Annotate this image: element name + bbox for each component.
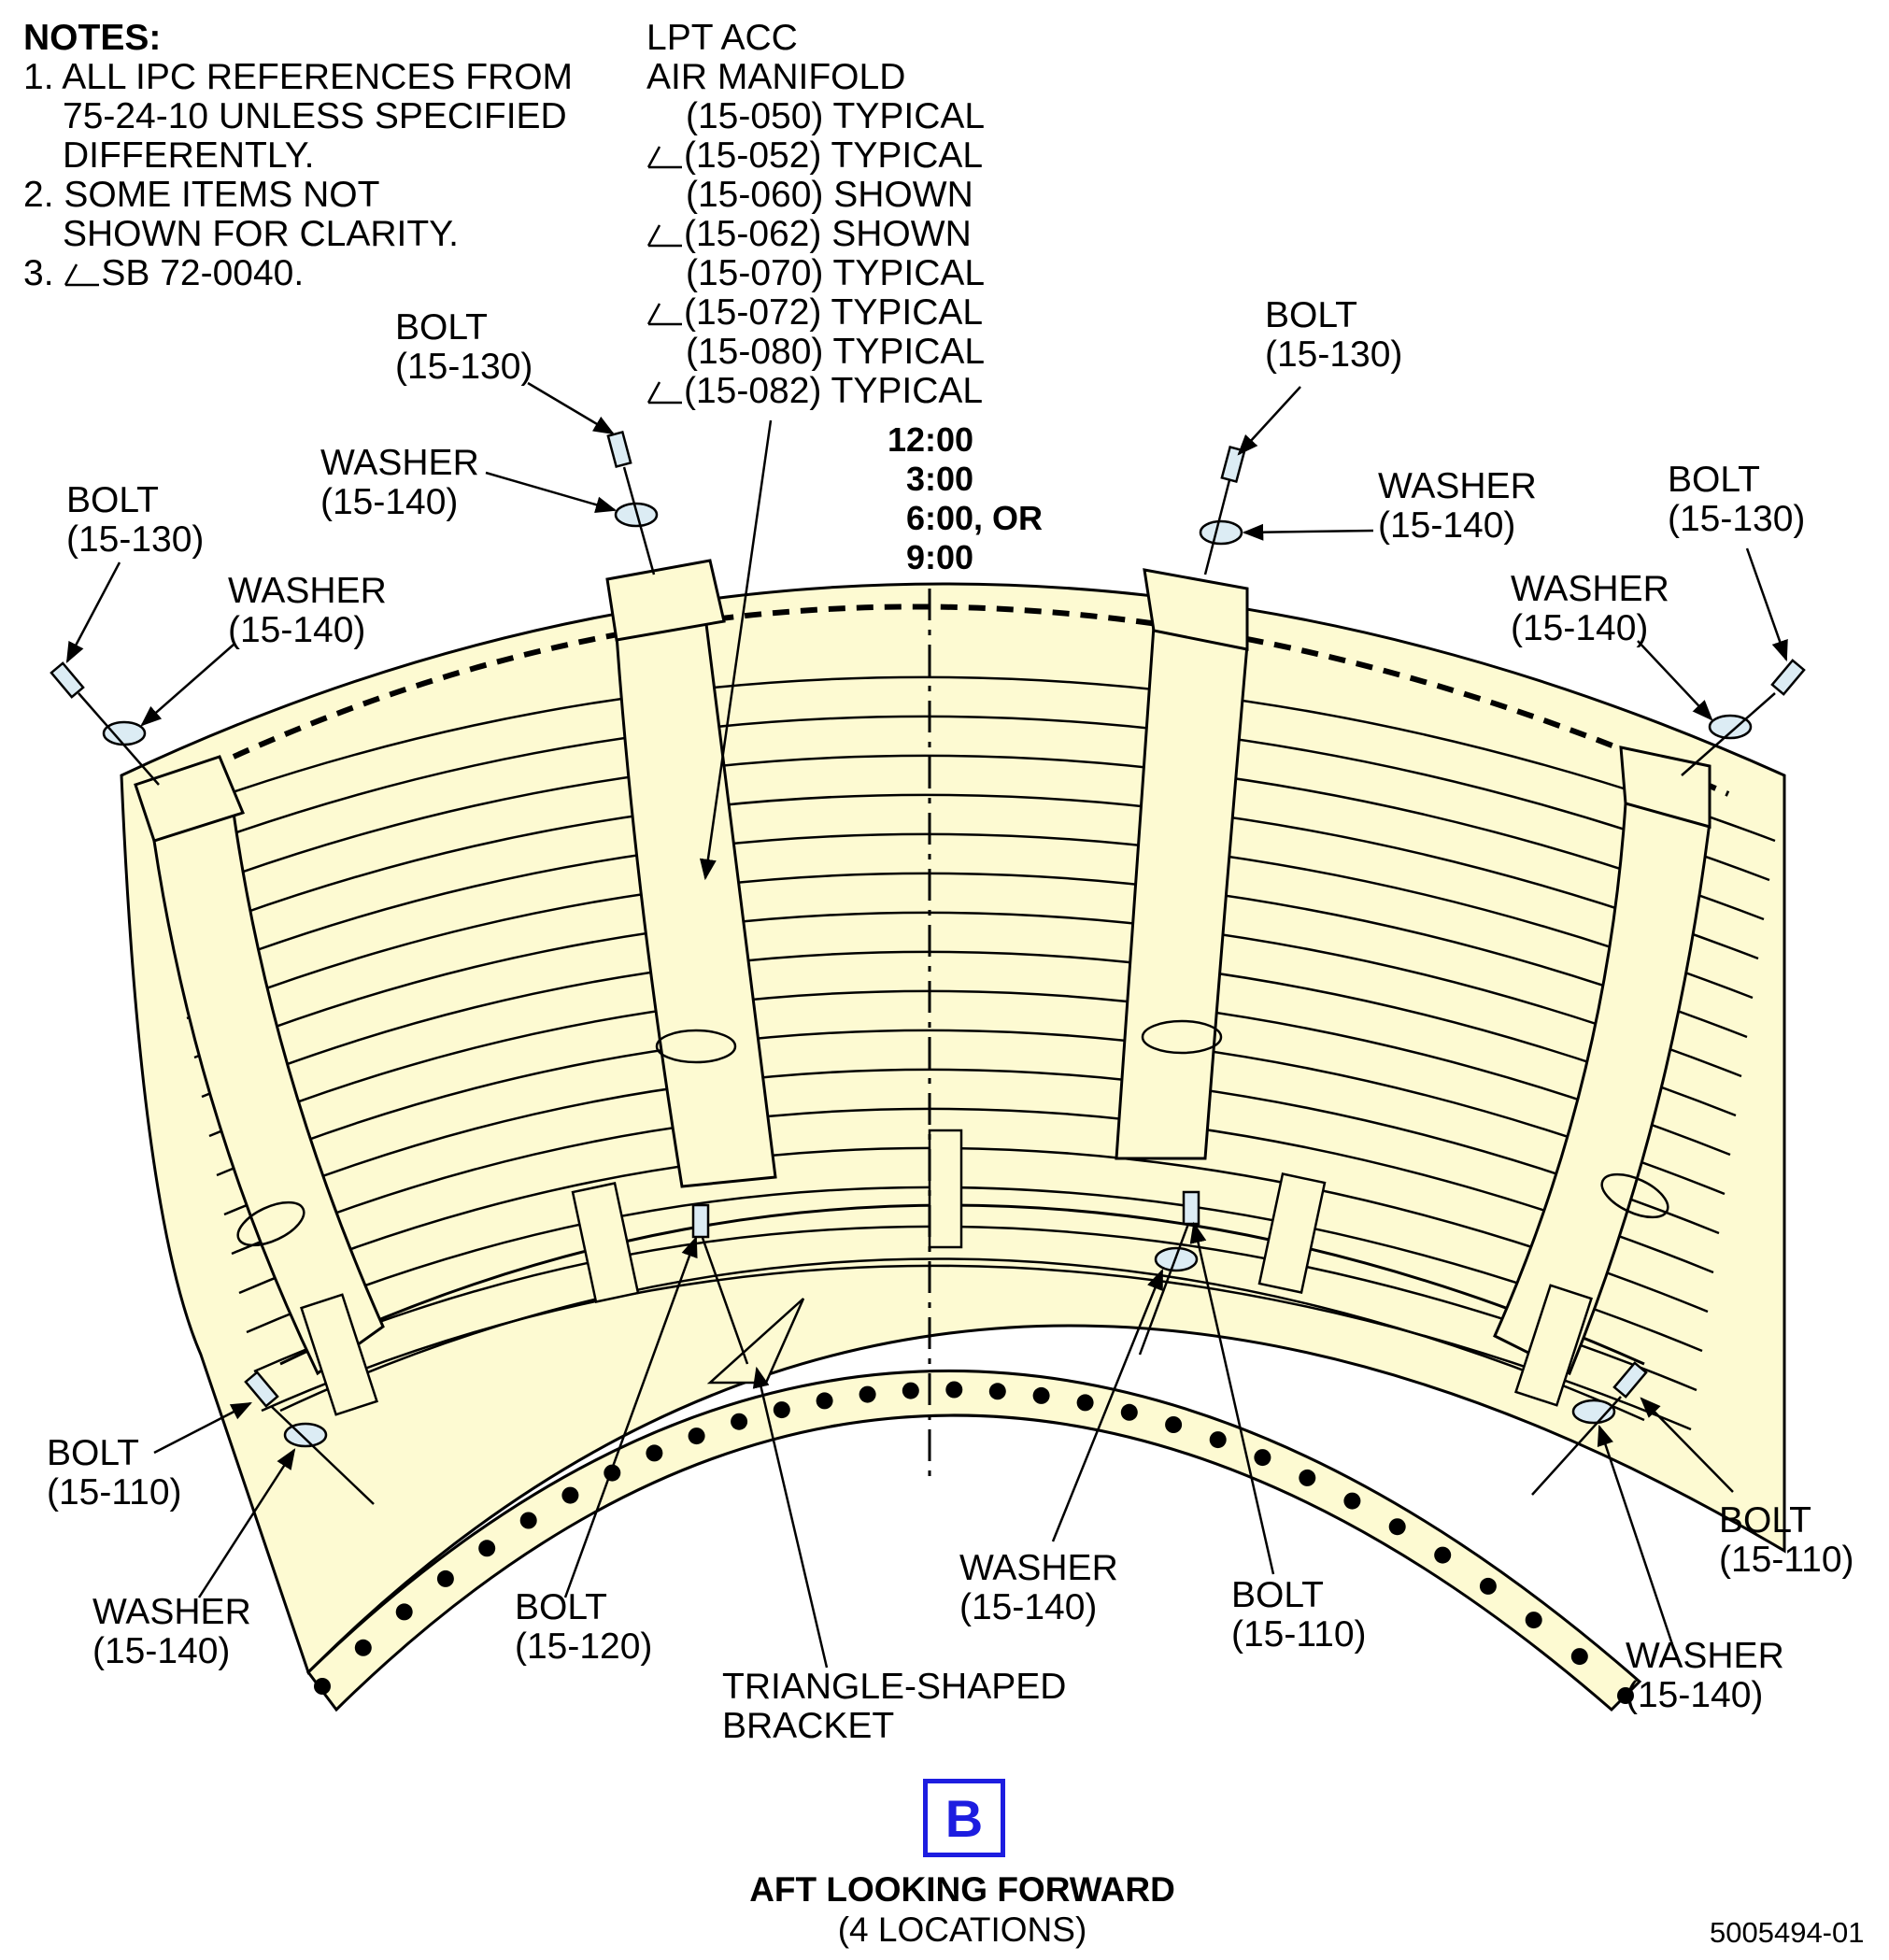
case-rib bbox=[261, 1264, 1692, 1431]
clock-positions: 12:00 3:00 6:00, OR 9:00 bbox=[888, 420, 1044, 576]
callout-bolt-110-right: BOLT (15-110) bbox=[1719, 1500, 1854, 1580]
sb-triangle-icon bbox=[646, 146, 682, 169]
callout-bolt-130-top-left: BOLT (15-130) bbox=[395, 307, 533, 387]
sb-triangle-icon bbox=[646, 303, 682, 326]
case-rib bbox=[178, 832, 1754, 1000]
view-title: AFT LOOKING FORWARD bbox=[749, 1870, 1175, 1909]
flange-hole bbox=[1076, 1394, 1094, 1412]
case-body bbox=[120, 582, 1786, 1675]
flange-hole bbox=[314, 1678, 331, 1695]
case-rib bbox=[171, 793, 1759, 960]
manifold-tube-left bbox=[134, 755, 385, 1376]
callout-bolt-130-top-right: BOLT (15-130) bbox=[1265, 295, 1403, 375]
flange-hole bbox=[1299, 1469, 1316, 1486]
flange-hole bbox=[1209, 1431, 1227, 1449]
case-rib bbox=[231, 1107, 1714, 1274]
flange-hole bbox=[1032, 1386, 1050, 1404]
flange-hole bbox=[519, 1512, 537, 1529]
manifold-callout: LPT ACC AIR MANIFOLD (15-050) TYPICAL (1… bbox=[646, 18, 986, 411]
note-1: 1. ALL IPC REFERENCES FROM 75-24-10 UNLE… bbox=[23, 57, 574, 176]
case-rib bbox=[216, 1029, 1726, 1196]
flange-bolt-holes bbox=[314, 1381, 1634, 1704]
case-rib bbox=[201, 950, 1737, 1117]
flange-hole bbox=[945, 1381, 963, 1399]
flange-hole bbox=[1570, 1648, 1588, 1666]
callout-washer-140-top-right: WASHER (15-140) bbox=[1378, 466, 1537, 546]
case-rib bbox=[163, 754, 1765, 921]
flange-hole bbox=[1434, 1546, 1452, 1564]
flange-hole bbox=[1165, 1416, 1183, 1433]
flange-hole bbox=[688, 1427, 705, 1445]
leader-lines bbox=[65, 381, 1788, 1669]
case-rib bbox=[208, 989, 1731, 1157]
flange-hole bbox=[1617, 1687, 1634, 1704]
forward-scallop-edge bbox=[232, 604, 1730, 797]
manifold-tube-center-right bbox=[1115, 568, 1249, 1160]
callout-washer-140-bottom-mid: WASHER (15-140) bbox=[959, 1548, 1118, 1627]
sb-triangle-icon bbox=[646, 224, 682, 248]
flange-hole bbox=[1388, 1518, 1406, 1536]
callout-washer-140-far-right: WASHER (15-140) bbox=[1511, 569, 1669, 648]
case-rib bbox=[156, 715, 1770, 882]
flange-hole bbox=[1343, 1492, 1361, 1510]
mounting-brackets bbox=[300, 1129, 1593, 1416]
case-rib bbox=[149, 675, 1776, 843]
callout-washer-140-bottom-left: WASHER (15-140) bbox=[92, 1592, 251, 1671]
notes-header: NOTES: bbox=[23, 18, 162, 58]
callout-washer-140-bottom-right: WASHER (15-140) bbox=[1626, 1636, 1784, 1715]
flange-hole bbox=[731, 1413, 748, 1430]
view-letter-box: B bbox=[923, 1779, 1005, 1857]
bolts bbox=[50, 430, 1806, 1408]
figure-number: 5005494-01 bbox=[1710, 1916, 1865, 1949]
flange-hole bbox=[646, 1444, 663, 1462]
view-subtitle: (4 LOCATIONS) bbox=[837, 1910, 1087, 1949]
flange-hole bbox=[773, 1401, 790, 1419]
callout-bolt-110-left: BOLT (15-110) bbox=[47, 1433, 182, 1513]
flange-hole bbox=[859, 1385, 876, 1403]
flange-hole bbox=[816, 1392, 833, 1410]
flange-hole bbox=[1120, 1403, 1138, 1421]
flange-hole bbox=[1525, 1612, 1542, 1629]
manifold-tube-center-left bbox=[605, 559, 777, 1188]
callout-washer-140-far-left: WASHER (15-140) bbox=[228, 571, 387, 650]
notes-block: NOTES: 1. ALL IPC REFERENCES FROM 75-24-… bbox=[23, 19, 573, 293]
callout-bolt-110-mid: BOLT (15-110) bbox=[1231, 1575, 1367, 1655]
bolt-axis-lines bbox=[78, 466, 1776, 1505]
flange-hole bbox=[395, 1603, 413, 1621]
note-3: 3. SB 72-0040. bbox=[23, 253, 305, 293]
sb-triangle-icon bbox=[64, 263, 100, 287]
flange-hole bbox=[561, 1486, 579, 1504]
case-rib bbox=[193, 911, 1742, 1078]
sb-triangle-icon bbox=[646, 381, 682, 405]
callout-bolt-130-far-right: BOLT (15-130) bbox=[1668, 460, 1806, 539]
note-2: 2. SOME ITEMS NOT SHOWN FOR CLARITY. bbox=[23, 175, 459, 254]
flange-hole bbox=[436, 1569, 454, 1587]
flange-hole bbox=[1254, 1449, 1271, 1467]
flange-hole bbox=[988, 1383, 1006, 1400]
manifold-tube-right bbox=[1493, 746, 1711, 1376]
case-ribs bbox=[149, 675, 1776, 1431]
flange-hole bbox=[478, 1540, 496, 1557]
case-rib bbox=[186, 872, 1748, 1039]
callout-bolt-120: BOLT (15-120) bbox=[515, 1587, 653, 1667]
callout-bolt-130-far-left: BOLT (15-130) bbox=[66, 480, 205, 560]
flange-hole bbox=[1479, 1577, 1497, 1595]
flange-hole bbox=[902, 1382, 919, 1399]
callout-triangle-bracket: TRIANGLE-SHAPED BRACKET bbox=[722, 1667, 1067, 1746]
flange-hole bbox=[354, 1639, 372, 1656]
callout-washer-140-top-left: WASHER (15-140) bbox=[320, 443, 479, 522]
case-rib bbox=[223, 1068, 1720, 1235]
